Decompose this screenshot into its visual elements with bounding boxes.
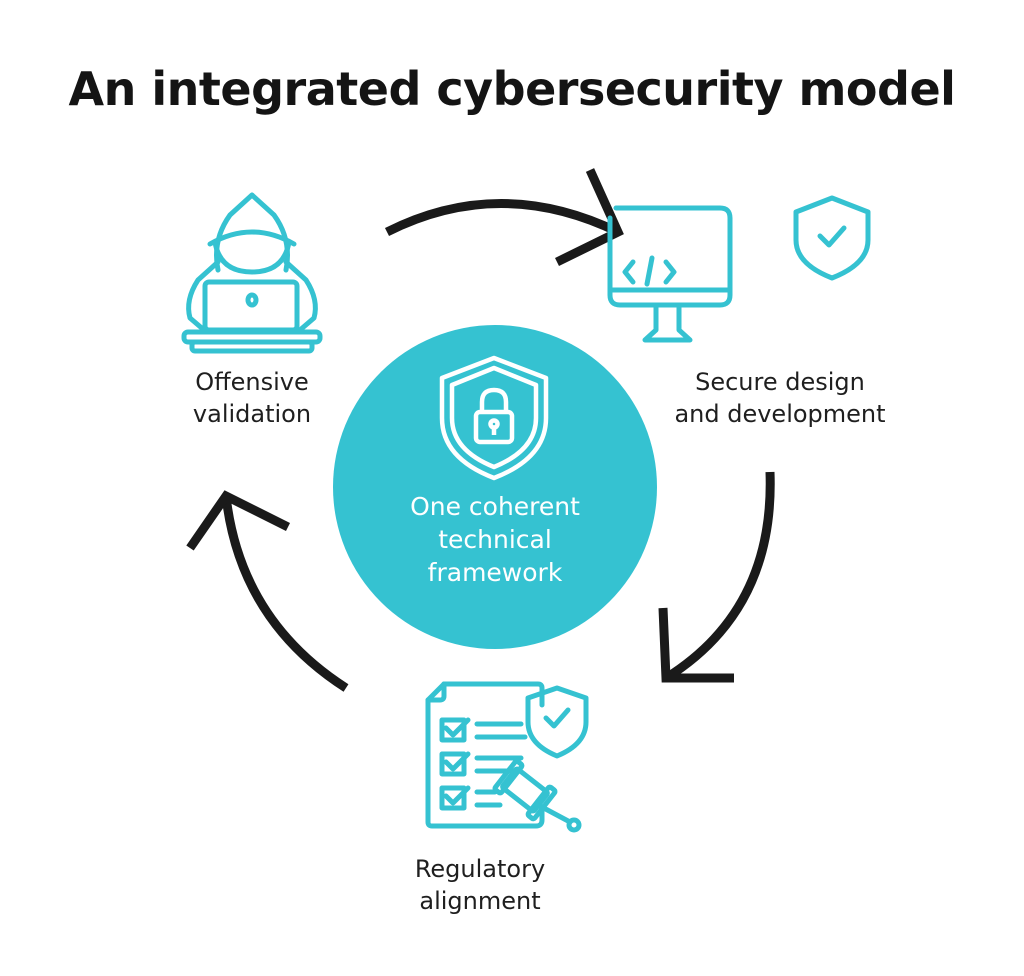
center-line: One coherent [410,492,580,521]
center-circle [333,325,657,649]
node-label-offensive-validation: Offensive validation [142,366,362,430]
arrow-right [658,471,775,683]
label-line: validation [192,400,312,428]
arrow-top [384,168,624,267]
node-label-regulatory-alignment: Regulatory alignment [370,853,590,917]
center-line: technical [438,525,552,554]
center-line: framework [427,558,563,587]
label-line: Secure design [695,368,865,396]
page-title: An integrated cybersecurity model [68,62,956,116]
shield-lock-icon [439,355,549,481]
monitor-code-shield-icon [607,205,733,343]
cycle-arrows [186,168,775,692]
arrow-left [186,490,349,692]
hooded-hacker-laptop-icon [181,192,323,354]
dev-shield-icon [793,195,871,281]
label-line: alignment [419,887,541,915]
label-line: Regulatory [414,855,546,883]
label-line: and development [674,400,886,428]
node-label-secure-design: Secure design and development [650,366,910,430]
checklist-shield-gavel-icon [425,681,589,833]
center-label: One coherent technical framework [375,490,615,589]
label-line: Offensive [195,368,309,396]
